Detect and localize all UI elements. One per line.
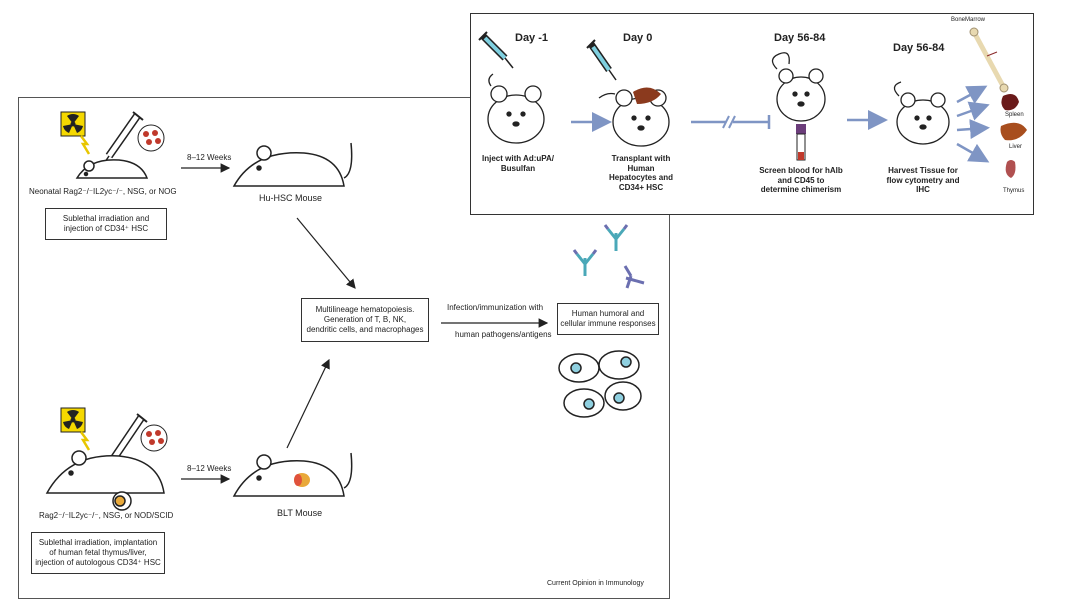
antibodies-icon — [572, 224, 645, 289]
blood-tube-icon — [796, 124, 806, 161]
step3-text: Screen blood for hAlb and CD45 to determ… — [749, 166, 853, 195]
bottom-procedure-line1: Sublethal irradiation, implantation — [38, 538, 158, 547]
step1-day: Day -1 — [515, 32, 549, 44]
timeline-break-2 — [728, 115, 736, 129]
syringe-icon-step2 — [586, 39, 617, 81]
step4-line2: flow cytometry and — [886, 175, 960, 185]
hematopoiesis-box: Multilineage hematopoiesis. Generation o… — [301, 298, 429, 342]
step1-line2: Busulfan — [500, 163, 536, 173]
step2-line3: Hepatocytes and — [608, 173, 674, 183]
neonatal-mouse-icon — [75, 159, 149, 179]
hu-hsc-label: Hu-HSC Mouse — [259, 193, 323, 203]
infection-line2: human pathogens/antigens — [455, 330, 552, 339]
stem-cells-icon — [137, 124, 165, 152]
step3-line1: Screen blood for hAlb — [759, 166, 843, 175]
tissue-arrow-4 — [956, 142, 990, 163]
tissue-arrow-3 — [956, 119, 990, 140]
step2-line2: Human — [627, 163, 655, 173]
tissue-arrow-1 — [956, 85, 988, 104]
blt-label: BLT Mouse — [277, 508, 323, 518]
tissue-label-bonemarrow: BoneMarrow — [951, 17, 986, 23]
bottom-weeks-label: 8–12 Weeks — [187, 464, 232, 473]
timeline-break-1 — [722, 115, 730, 129]
source-credit: Current Opinion in Immunology — [547, 580, 644, 587]
mouse-icon-step2 — [598, 89, 670, 147]
mouse-icon-step4 — [893, 81, 950, 145]
right-figure-graphics — [478, 27, 1027, 178]
liver-icon-step2 — [633, 87, 661, 104]
mouse-icon-step1 — [487, 73, 545, 144]
tissue-label-spleen: Spleen — [1005, 112, 1024, 118]
stem-cells-icon-bottom — [140, 424, 168, 452]
left-figure-graphics — [45, 111, 645, 511]
recipient-mouse-icon — [45, 450, 165, 511]
step2-text: Transplant with Human Hepatocytes and CD… — [595, 154, 687, 192]
hu-hsc-mouse-icon — [232, 142, 353, 187]
step3-day: Day 56-84 — [774, 32, 826, 44]
mouse-icon-step3 — [771, 52, 826, 122]
tissue-label-liver: Liver — [1009, 144, 1023, 150]
step4-line1: Harvest Tissue for — [888, 166, 958, 175]
hu-hsc-to-hematopoiesis-arrow — [296, 217, 356, 289]
syringe-icon-step1 — [478, 31, 514, 69]
step1-text: Inject with Ad:uPA/ Busulfan — [473, 154, 563, 173]
step4-text: Harvest Tissue for flow cytometry and IH… — [871, 166, 975, 195]
response-line2: cellular immune responses — [560, 319, 656, 328]
response-line1: Human humoral and — [571, 309, 645, 318]
blt-to-hematopoiesis-arrow — [286, 358, 330, 449]
step3-line3: determine chimerism — [760, 185, 842, 195]
step2-day: Day 0 — [623, 32, 653, 44]
immune-cells-icon — [558, 350, 642, 418]
thymus-icon — [1005, 160, 1016, 178]
liver-icon — [1000, 122, 1027, 141]
right-figure-panel: Day -1 Inject with Ad:uPA/ Busulfan Day … — [470, 13, 1034, 215]
syringe-icon — [100, 111, 144, 169]
blt-mouse-icon — [232, 452, 353, 497]
bottom-procedure-line3: injection of autologous CD34⁺ HSC — [35, 558, 161, 567]
bottom-procedure-box: Sublethal irradiation, implantation of h… — [31, 532, 165, 574]
step3-line2: and CD45 to — [777, 175, 825, 185]
top-mouse-strains: Neonatal Rag2⁻/⁻IL2yc⁻/⁻, NSG, or NOG — [29, 187, 177, 196]
top-weeks-label: 8–12 Weeks — [187, 153, 232, 162]
bottom-procedure-line2: of human fetal thymus/liver, — [49, 548, 147, 557]
step4-line3: IHC — [916, 185, 930, 195]
bottom-mouse-strains: Rag2⁻/⁻IL2yc⁻/⁻, NSG, or NOD/SCID — [39, 511, 174, 520]
top-procedure-line2: injection of CD34⁺ HSC — [63, 224, 149, 233]
step2-line4: CD34+ HSC — [618, 182, 664, 192]
bone-icon — [969, 27, 1009, 93]
hematopoiesis-line1: Multilineage hematopoiesis. — [315, 305, 415, 314]
tissue-label-thymus: Thymus — [1003, 188, 1025, 194]
step4-day: Day 56-84 — [893, 42, 945, 54]
hematopoiesis-line3: dendritic cells, and macrophages — [306, 325, 424, 334]
step1-line1: Inject with Ad:uPA/ — [482, 154, 554, 163]
radiation-icon — [60, 111, 91, 155]
top-procedure-line1: Sublethal irradiation and — [62, 214, 150, 223]
spleen-icon — [1001, 94, 1019, 111]
radiation-icon-bottom — [60, 407, 91, 451]
step2-line1: Transplant with — [611, 154, 671, 163]
hematopoiesis-line2: Generation of T, B, NK, — [323, 315, 407, 324]
infection-line1: Infection/immunization with — [447, 303, 544, 312]
tissue-arrow-2 — [956, 101, 990, 121]
